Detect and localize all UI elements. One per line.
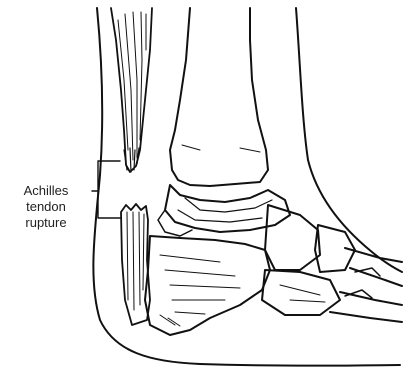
- talus: [158, 185, 290, 236]
- tibia: [170, 8, 268, 186]
- annotation-label-line-2: tendon: [2, 199, 90, 215]
- upper-tendon-stump: [111, 8, 152, 172]
- metatarsals: [330, 248, 402, 322]
- front-skin-outline: [296, 8, 402, 272]
- calcaneus: [145, 236, 270, 335]
- annotation-label-line-1: Achilles: [2, 183, 90, 199]
- skin-outline: [93, 8, 400, 366]
- annotation-label-line-3: rupture: [2, 215, 90, 231]
